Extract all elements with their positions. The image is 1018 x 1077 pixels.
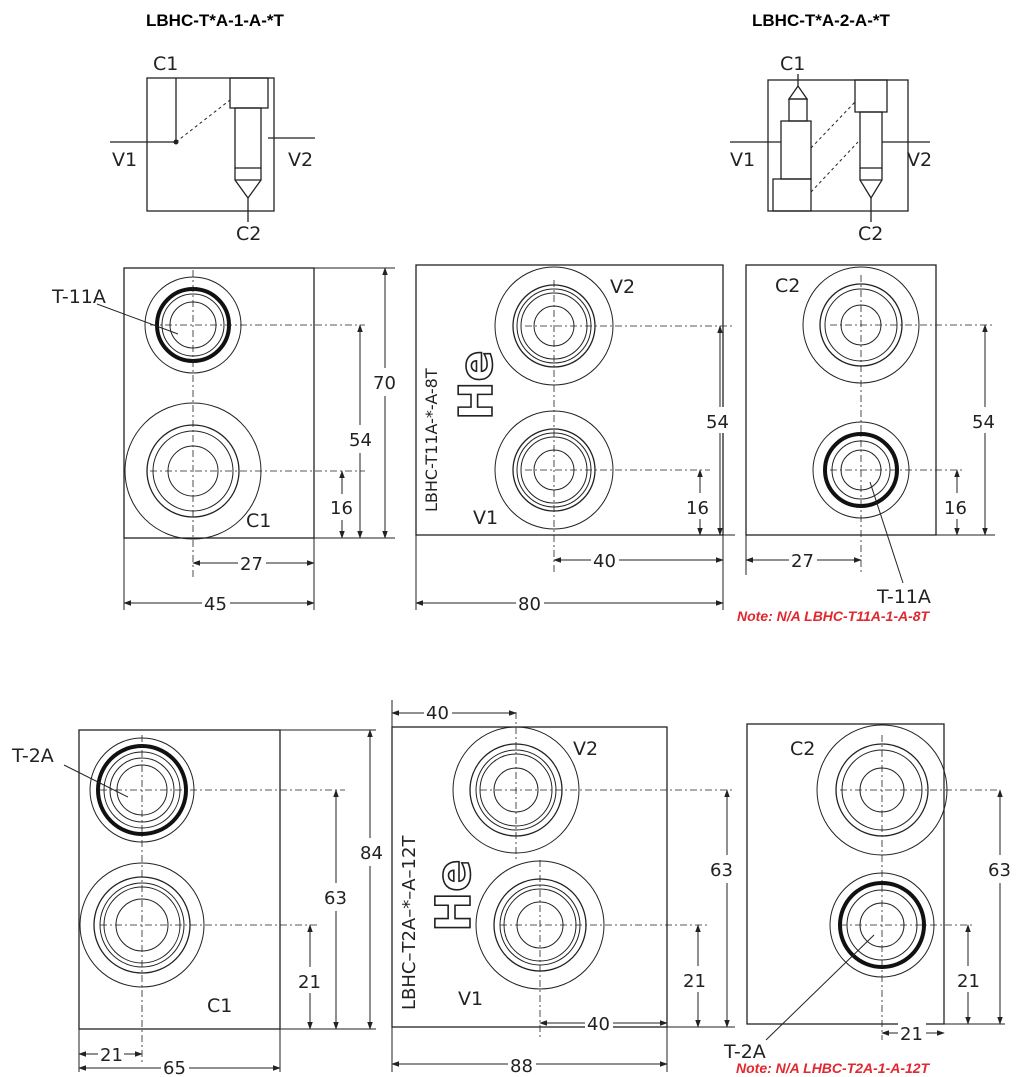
port-row1-single-c1: C1	[246, 510, 271, 532]
schematic-double: C1 V1 V2 C2	[730, 53, 932, 245]
schematic-double-v2-label: V2	[907, 149, 932, 171]
schematic-single-c1-label: C1	[153, 53, 178, 75]
dim-row1-single-width: 45	[204, 594, 227, 615]
port-row2-alt-c2: C2	[790, 738, 815, 760]
callout-row1-alt-cavity: T-11A	[876, 586, 931, 608]
schematic-double-v1-label: V1	[730, 149, 755, 171]
dim-row2-single-spacing: 63	[324, 888, 347, 909]
callout-row2-alt-cavity: T-2A	[723, 1041, 766, 1063]
marking-row1-double: LBHC-T11A-*-A-8T	[422, 368, 441, 512]
dim-row2-alt-bore-x: 21	[900, 1024, 923, 1045]
dim-row1-alt-spacing: 54	[972, 412, 995, 433]
block-row1-double: 54 16 40 80 LBHC-T11A-*-A-8T He V2 V1	[415, 264, 735, 615]
block-row2-single: 84 63 21 21 65 T-2A C1	[11, 729, 384, 1077]
dim-row1-double-spacing: 54	[706, 412, 729, 433]
dim-row1-double-bore-x: 40	[593, 551, 616, 572]
dim-row2-alt-offset: 21	[957, 971, 980, 992]
port-row2-double-v1: V1	[458, 988, 483, 1010]
dim-row1-double-offset: 16	[686, 498, 709, 519]
dim-row1-single-height: 70	[373, 373, 396, 394]
dim-row2-single-bore-x: 21	[100, 1045, 123, 1066]
port-row1-alt-c2: C2	[775, 275, 800, 297]
schematic-single-v1-label: V1	[112, 149, 137, 171]
block-row2-double-alt: 63 21 21 T-2A Note: N/A LHBC-T2A-1-A-12T…	[723, 723, 1012, 1076]
schematic-single-c2-label: C2	[236, 223, 261, 245]
schematic-double-c1-label: C1	[780, 53, 805, 75]
dim-row2-single-height: 84	[360, 843, 383, 864]
dim-row2-double-width: 88	[510, 1056, 533, 1077]
dim-row2-single-width: 65	[163, 1058, 186, 1077]
dim-row1-double-width: 80	[518, 594, 541, 615]
block-row1-single: 70 54 16 27 45 T-11A C1	[51, 267, 398, 615]
dim-row2-double-offset: 21	[683, 971, 706, 992]
schematic-double-c2-label: C2	[858, 223, 883, 245]
schematic-single: C1 V1 V2 C2	[110, 53, 315, 245]
block-row2-double: 40 63 21 40 88 LBHC–T2A–*–A–12T He V2 V1	[391, 700, 735, 1077]
logo-row1-double: He	[449, 350, 503, 420]
marking-row2-double: LBHC–T2A–*–A–12T	[399, 835, 420, 1010]
dim-row1-single-offset: 16	[330, 498, 353, 519]
dim-row2-single-offset: 21	[298, 972, 321, 993]
title-single-valve: LBHC-T*A-1-A-*T	[146, 11, 284, 30]
callout-row1-single-cavity: T-11A	[51, 286, 106, 308]
dim-row2-double-bore-x: 40	[587, 1014, 610, 1035]
port-row2-single-c1: C1	[207, 995, 232, 1017]
note-row2-alt: Note: N/A LHBC-T2A-1-A-12T	[736, 1060, 931, 1076]
note-row1-alt: Note: N/A LBHC-T11A-1-A-8T	[737, 608, 931, 624]
port-row2-double-v2: V2	[573, 738, 598, 760]
dim-row2-alt-spacing: 63	[988, 860, 1011, 881]
callout-row2-single-cavity: T-2A	[11, 745, 54, 767]
dim-row1-alt-bore-x: 27	[791, 551, 814, 572]
dim-row1-single-bore-x: 27	[240, 554, 263, 575]
dim-row1-alt-offset: 16	[944, 498, 967, 519]
port-row1-double-v2: V2	[610, 276, 635, 298]
port-row1-double-v1: V1	[473, 507, 498, 529]
dim-row1-single-spacing: 54	[349, 430, 372, 451]
logo-row2-double: He	[426, 859, 482, 932]
schematic-single-v2-label: V2	[288, 149, 313, 171]
block-row1-double-alt: 54 16 27 T-11A Note: N/A LBHC-T11A-1-A-8…	[737, 264, 996, 624]
dim-row2-double-spacing: 63	[710, 860, 733, 881]
dim-row2-double-bore-top: 40	[426, 703, 449, 724]
title-double-valve: LBHC-T*A-2-A-*T	[752, 11, 890, 30]
